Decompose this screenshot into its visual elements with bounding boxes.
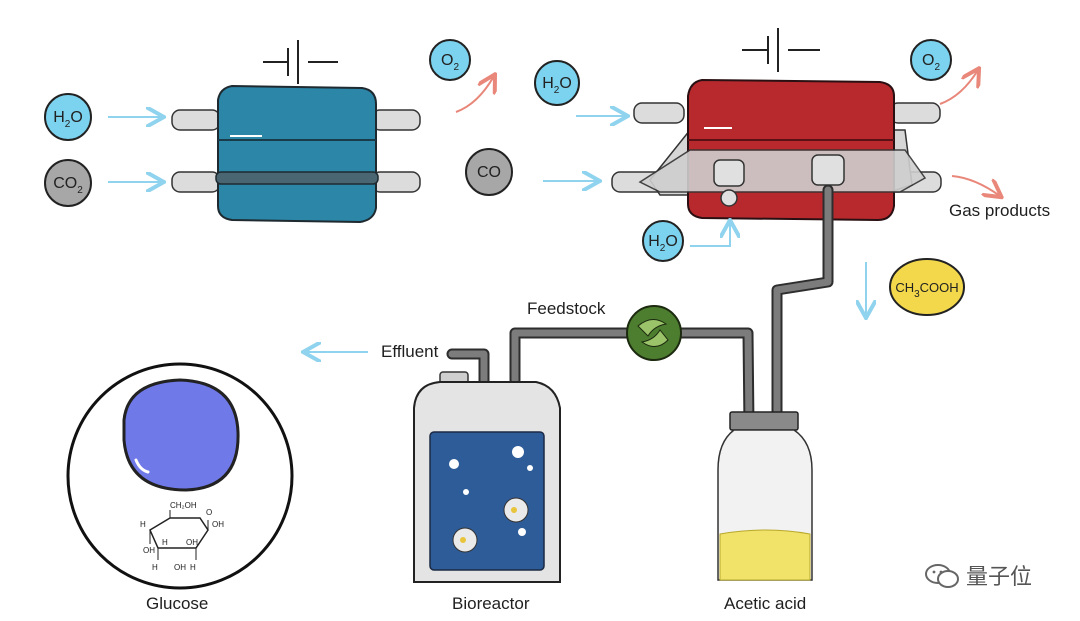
ch2oh-text: CH₂OH <box>170 501 197 510</box>
oh-group-text: OH <box>186 538 198 547</box>
water-molecule-input-1: H2O <box>44 93 92 141</box>
ring-oxygen-text: O <box>206 508 212 517</box>
molecule-formula: O2 <box>922 52 940 73</box>
molecule-formula: CH3COOH <box>895 280 958 300</box>
acetic-acid-label: Acetic acid <box>724 594 807 613</box>
molecule-formula: H2O <box>648 233 678 254</box>
oh-group-text: OH <box>143 546 155 555</box>
h-atom-text: H <box>140 520 146 529</box>
molecule-bubble <box>44 159 92 207</box>
water-molecule-input-2: H2O <box>534 60 580 106</box>
molecule-formula: O2 <box>441 52 459 73</box>
wechat-icon <box>925 564 959 588</box>
molecule-bubble <box>44 93 92 141</box>
molecule-formula: CO <box>477 164 501 181</box>
glucose-cell <box>66 362 294 590</box>
electrolyzer-2 <box>611 28 942 222</box>
oh-group-text: OH <box>212 520 224 529</box>
molecule-bubble <box>889 258 965 316</box>
water-molecule-input-3: H2O <box>642 220 684 262</box>
h-atom-text: H <box>152 563 158 572</box>
acetic-acid-molecule: CH3COOH <box>889 258 965 316</box>
battery-symbol-1 <box>263 40 338 84</box>
molecule-formula: H2O <box>53 109 83 130</box>
electrolyzer-1 <box>171 40 421 224</box>
molecule-bubble <box>534 60 580 106</box>
effluent-label: Effluent <box>381 342 439 361</box>
bioreactor-label: Bioreactor <box>452 594 530 613</box>
gas-products-label: Gas products <box>949 201 1051 220</box>
glucose-label: Glucose <box>146 594 209 613</box>
h-atom-text: H <box>162 538 168 547</box>
output-arrows <box>455 70 1000 196</box>
molecule-bubble <box>465 148 513 196</box>
glucose-structure: CH₂OH O H OH OH H OH H H OH <box>140 501 224 572</box>
watermark-text: 量子位 <box>966 565 1033 590</box>
oh-group-text: OH <box>174 563 186 572</box>
feedstock-label: Feedstock <box>527 299 606 318</box>
pump <box>626 305 682 361</box>
co2-molecule-input: CO2 <box>44 159 92 207</box>
molecule-bubble <box>429 39 471 81</box>
molecule-formula: H2O <box>542 75 572 96</box>
molecule-bubble <box>910 39 952 81</box>
oxygen-molecule-output-1: O2 <box>429 39 471 81</box>
flow-arrows <box>108 116 866 352</box>
molecule-bubble <box>642 220 684 262</box>
acetic-acid-bottle <box>717 411 813 581</box>
bioreactor <box>413 371 561 583</box>
co-molecule: CO <box>465 148 513 196</box>
h-atom-text: H <box>190 563 196 572</box>
oxygen-molecule-output-2: O2 <box>910 39 952 81</box>
molecule-formula: CO2 <box>53 175 83 196</box>
battery-symbol-2 <box>742 28 820 72</box>
